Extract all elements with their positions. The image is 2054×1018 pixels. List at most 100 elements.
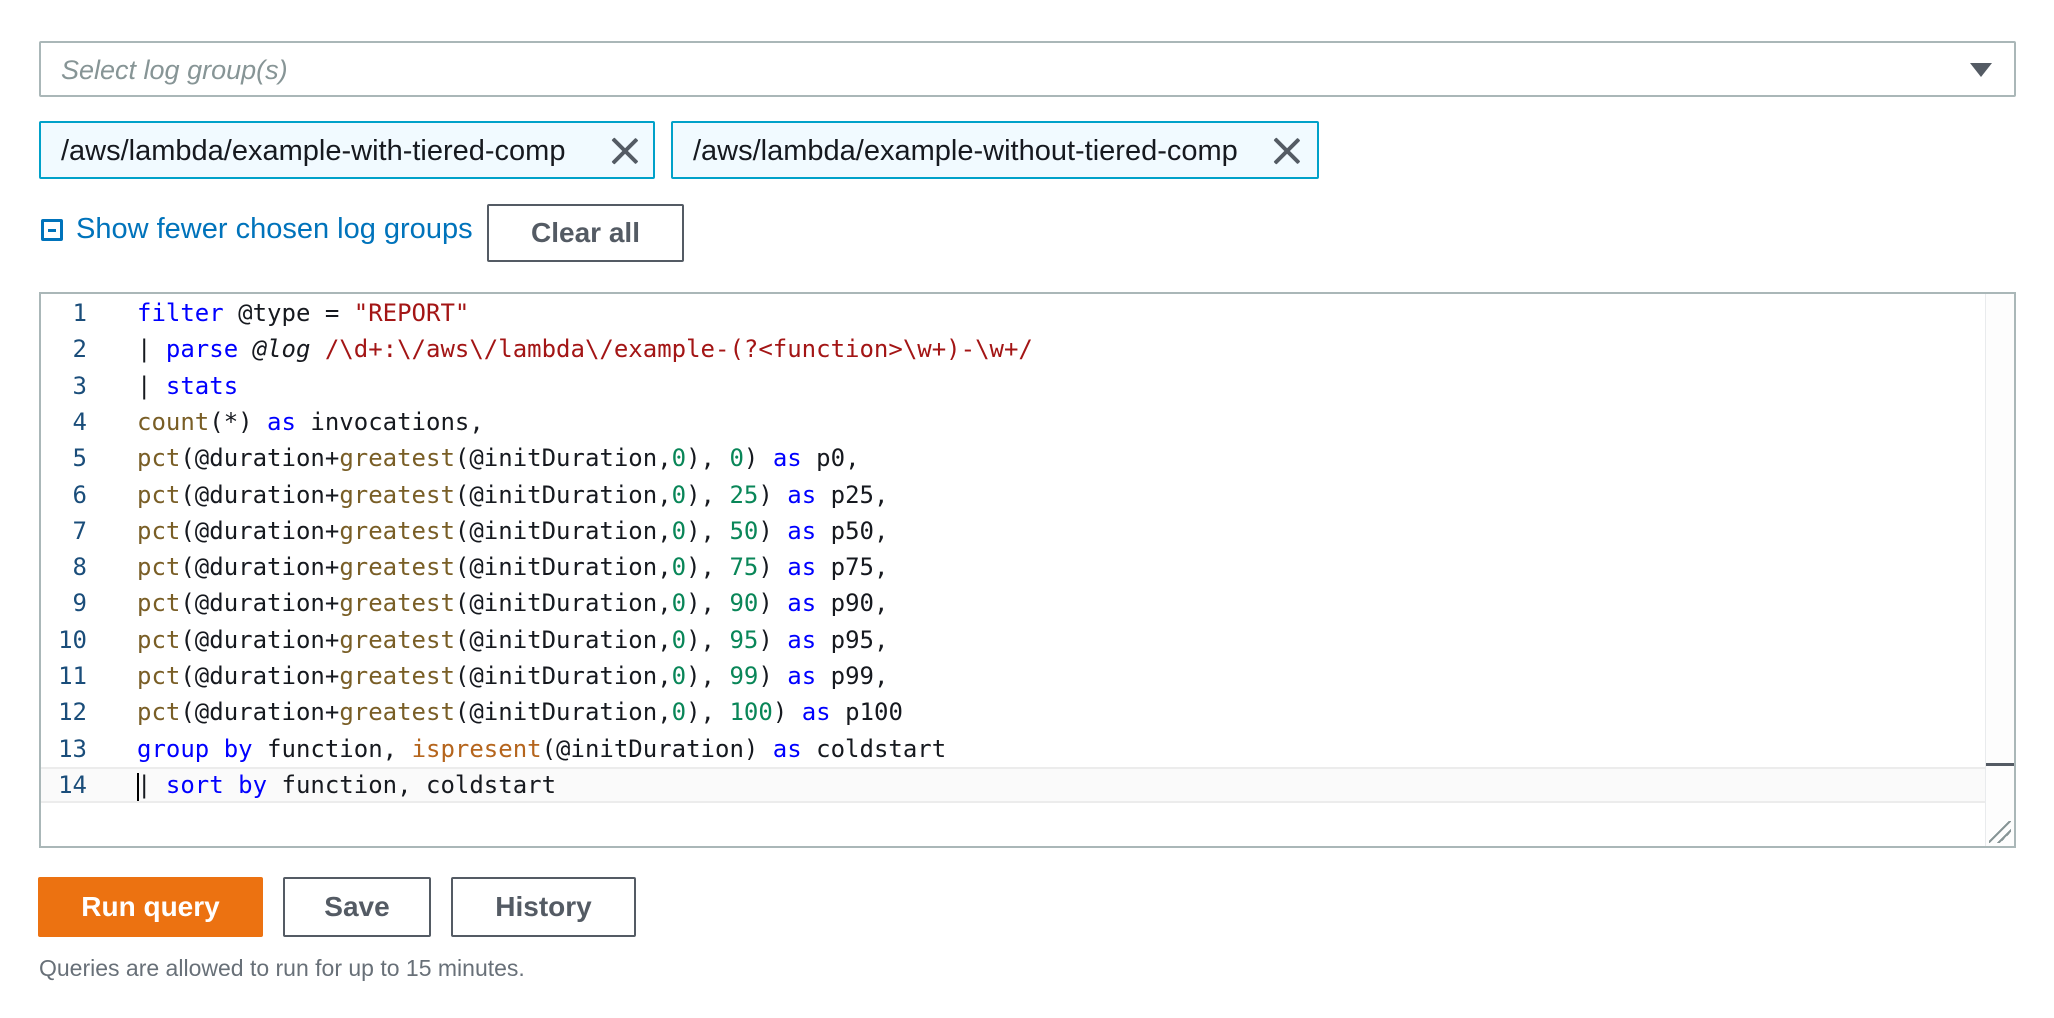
show-fewer-label: Show fewer chosen log groups [76, 213, 473, 245]
code-token: as [787, 553, 817, 582]
code-token: pct [137, 480, 181, 509]
code-token: p25, [816, 480, 889, 509]
code-token: ) [758, 662, 788, 690]
code-token: function, coldstart [267, 770, 557, 799]
code-token: 50 [729, 516, 759, 545]
code-token: filter [137, 299, 224, 327]
code-token: (@initDuration) [541, 734, 773, 763]
code-token: ) [758, 516, 788, 545]
code-token: group [137, 734, 210, 763]
save-button[interactable]: Save [283, 877, 431, 937]
code-token: ) [758, 480, 788, 509]
code-token: as [267, 407, 296, 436]
run-query-button[interactable]: Run query [38, 877, 263, 937]
code-token [209, 735, 223, 763]
log-group-select-placeholder: Select log group(s) [61, 55, 288, 85]
code-token: /\d+:\/aws\/lambda\/example-(?<function>… [324, 335, 1033, 364]
code-token: 0 [671, 480, 687, 509]
line-number: 11 [58, 662, 87, 690]
code-token: sort [165, 770, 224, 799]
code-token: 99 [729, 662, 759, 690]
code-line[interactable]: 14 | sort by function, coldstart [41, 766, 1986, 803]
code-token: pct [137, 625, 181, 654]
code-text: | parse @log /\d+:\/aws\/lambda\/example… [137, 331, 1033, 367]
code-text: pct(@duration+greatest(@initDuration,0),… [137, 549, 888, 585]
code-token: 75 [729, 553, 759, 582]
caret-down-icon[interactable] [1970, 63, 1992, 77]
line-number: 14 [58, 770, 87, 799]
code-token: | [137, 335, 166, 364]
clear-all-button[interactable]: Clear all [487, 204, 684, 262]
code-token: as [787, 625, 817, 654]
code-token: ) [758, 553, 788, 582]
code-token: as [787, 662, 817, 690]
code-token: pct [137, 698, 181, 727]
code-text: filter @type = "REPORT" [137, 295, 469, 331]
log-group-token-label: /aws/lambda/example-without-tiered-comp [693, 135, 1238, 167]
code-token: (@initDuration, [454, 444, 672, 473]
cursor-ruler-marker [1986, 763, 2014, 766]
code-token: (*) [209, 407, 268, 436]
code-text: pct(@duration+greatest(@initDuration,0),… [137, 513, 888, 549]
resize-handle-icon[interactable] [1989, 821, 2011, 843]
code-token: 0 [671, 553, 687, 582]
code-token: 0 [671, 625, 687, 654]
code-token: 100 [729, 698, 773, 727]
editor-scrollbar[interactable] [1985, 294, 2014, 846]
code-token [224, 771, 238, 799]
code-token: pct [137, 553, 181, 582]
remove-token-icon[interactable] [1271, 136, 1301, 166]
code-token: by [223, 734, 253, 763]
code-token: greatest [339, 553, 455, 582]
code-token: coldstart [801, 734, 947, 763]
line-number: 13 [58, 734, 87, 763]
code-token: 95 [729, 625, 759, 654]
history-button[interactable]: History [451, 877, 636, 937]
line-number: 7 [72, 516, 87, 545]
code-text: pct(@duration+greatest(@initDuration,0),… [137, 622, 888, 658]
code-token: ), [686, 662, 730, 690]
code-token: ) [772, 698, 802, 727]
code-token: greatest [339, 516, 455, 545]
log-group-select[interactable]: Select log group(s) [39, 41, 2016, 97]
code-token: p95, [816, 625, 889, 654]
collapse-icon [41, 219, 63, 241]
code-token: ), [686, 480, 730, 509]
code-text: pct(@duration+greatest(@initDuration,0),… [137, 585, 888, 621]
code-text: pct(@duration+greatest(@initDuration,0),… [137, 440, 860, 476]
code-token: pct [137, 444, 181, 473]
line-number: 5 [72, 444, 87, 473]
query-time-limit-note: Queries are allowed to run for up to 15 … [39, 955, 525, 981]
code-token: ), [686, 516, 730, 545]
code-token: greatest [339, 662, 455, 690]
line-number: 4 [72, 407, 87, 436]
code-token: 25 [729, 480, 759, 509]
code-token: as [772, 734, 802, 763]
line-number: 10 [58, 625, 87, 654]
code-token [238, 335, 252, 363]
code-token: (@initDuration, [454, 553, 672, 582]
code-token: ), [686, 698, 730, 727]
code-token: (@duration+ [180, 589, 340, 618]
code-token: ) [758, 625, 788, 654]
code-text: count(*) as invocations, [137, 404, 484, 440]
code-token: (@initDuration, [454, 480, 672, 509]
code-token: by [238, 770, 268, 799]
log-group-token: /aws/lambda/example-without-tiered-comp [671, 121, 1319, 179]
code-text: | stats [137, 368, 238, 404]
remove-token-icon[interactable] [609, 136, 639, 166]
code-token: invocations, [295, 407, 484, 436]
code-text: pct(@duration+greatest(@initDuration,0),… [137, 658, 888, 694]
code-text: group by function, ispresent(@initDurati… [137, 731, 946, 767]
code-token: p75, [816, 553, 889, 582]
code-token: p50, [816, 516, 889, 545]
line-number: 12 [58, 698, 87, 727]
code-token: | [137, 770, 166, 799]
line-number: 8 [72, 553, 87, 582]
code-token: as [787, 480, 817, 509]
code-token: (@duration+ [180, 662, 340, 690]
code-token: p99, [816, 662, 889, 690]
code-token: "REPORT" [353, 299, 470, 327]
code-token: as [801, 698, 831, 727]
